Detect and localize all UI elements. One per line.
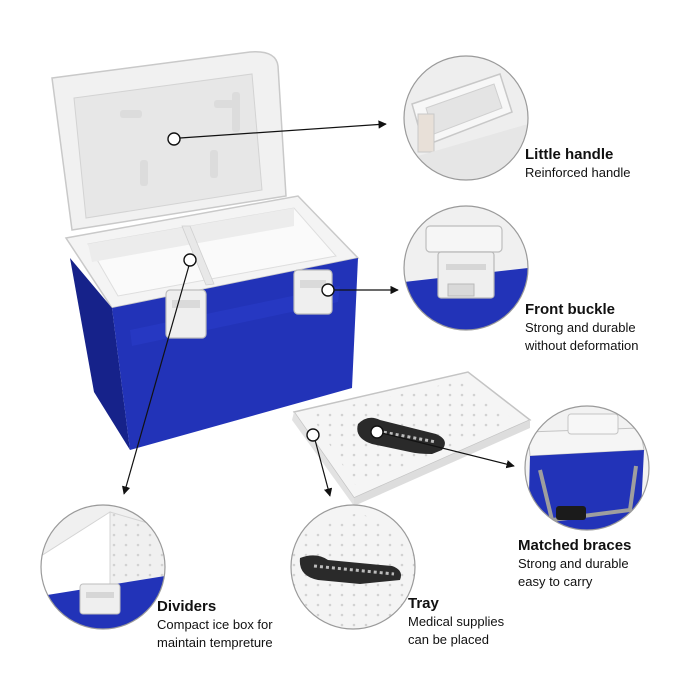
feature-label-buckle: Front buckle Strong and durable without … — [525, 301, 638, 355]
feature-label-tray: Tray Medical supplies can be placed — [408, 595, 504, 649]
tray-main — [292, 371, 532, 506]
feature-title: Dividers — [157, 598, 217, 615]
feature-title: Front buckle — [525, 301, 616, 318]
feature-title: Tray — [408, 595, 439, 612]
feature-title: Little handle — [525, 146, 614, 163]
detail-circle-buckle — [403, 205, 529, 331]
detail-circle-braces — [524, 405, 650, 531]
buckle-left — [165, 289, 207, 339]
pointer-lines — [122, 120, 515, 497]
cooler-box — [51, 51, 360, 450]
detail-circle-handle — [403, 55, 529, 181]
pointer-dots — [167, 132, 384, 442]
feature-desc: without deformation — [525, 338, 639, 353]
feature-desc: easy to carry — [518, 574, 593, 589]
detail-circle-dividers — [40, 504, 166, 630]
feature-desc: Compact ice box for — [157, 617, 273, 632]
feature-label-dividers: Dividers Compact ice box for maintain te… — [157, 598, 273, 652]
feature-label-handle: Little handle Reinforced handle — [525, 146, 631, 182]
feature-desc: Strong and durable — [518, 556, 629, 571]
feature-desc: Strong and durable — [525, 320, 636, 335]
buckle-right — [293, 269, 333, 315]
feature-desc: maintain tempreture — [157, 635, 273, 650]
detail-circle-tray — [290, 504, 416, 630]
feature-desc: Reinforced handle — [525, 165, 631, 180]
feature-title: Matched braces — [518, 537, 632, 554]
feature-desc: Medical supplies — [408, 614, 505, 629]
feature-desc: can be placed — [408, 632, 489, 647]
feature-label-braces: Matched braces Strong and durable easy t… — [518, 537, 631, 591]
